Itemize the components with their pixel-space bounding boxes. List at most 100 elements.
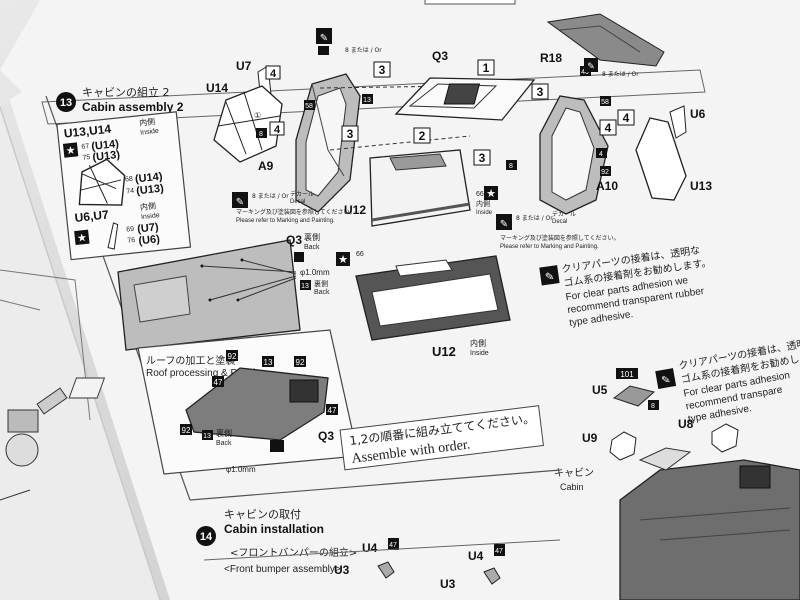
marking-jp: マーキング及び塗装図を参照してください。 [236,208,355,216]
step-num-4: 4 [274,124,281,136]
decal-note-line1: 8 または / Or [602,71,639,78]
part-num-58: 58 [601,99,609,106]
step14-sub-en: <Front bumper assembly> [224,564,341,575]
roof-p92c: 92 [182,426,191,435]
step14-sub-jp: <フロントバンパーの組立> [230,546,357,559]
inset-u14-b: (U14) [134,171,163,186]
svg-text:✎: ✎ [236,197,244,208]
step13-badge [56,92,76,112]
left-page-fragment-drawing [0,387,68,501]
inset-p67: 67 [81,143,90,151]
step-num-4: 4 [605,121,612,135]
part-u13-drawing [635,117,687,201]
inset-u13-a: (U13) [92,149,121,164]
cabin-jp: キャビン [554,467,594,479]
svg-text:Inside: Inside [476,210,493,216]
cabin-u9: U9 [582,431,598,445]
roof-p92b: 92 [296,358,305,367]
step14-title-jp: キャビンの取付 [224,508,301,521]
paint-icon [496,214,512,230]
svg-text:✎: ✎ [320,33,328,44]
svg-text:★: ★ [338,254,348,266]
part-num-4: 4 [599,151,603,158]
frame-a10-drawing [539,95,609,215]
marking-en: Please refer to Marking and Painting. [500,244,599,250]
part-num-13: 13 [363,97,371,104]
paint-icon [232,192,248,208]
cabin-u5: U5 [592,383,608,397]
inset-p68: 68 [125,176,134,184]
star-icon [484,186,498,200]
q3-back-label: Q3 [286,233,302,247]
inset-u13-u14-label: U13,U14 [63,122,112,141]
inset-u6-u7-label: U6,U7 [74,207,110,225]
label-66: 66 [476,191,484,198]
part-num-58: 58 [305,103,313,110]
svg-text:内側: 内側 [476,199,490,208]
decal-en: Decal [552,219,567,225]
inset-p74: 74 [126,188,135,196]
marking-en: Please refer to Marking and Painting. [236,218,335,224]
u12-inside-label: U12 [432,344,456,359]
star-icon [62,142,79,158]
q3-back-panel [117,239,301,351]
decal-jp: デカール [552,210,576,218]
q3-back-num: 13 [301,283,309,290]
label-r18: R18 [540,51,562,65]
svg-text:★: ★ [76,232,87,245]
q3-back-jp2: 裏側 [314,279,328,288]
step-num-3: 3 [379,63,386,77]
inset-u7-c: (U7) [137,221,160,235]
inset-p76: 76 [127,237,136,245]
star-icon [74,229,90,246]
inset-inside-2: Inside [141,212,160,221]
q3-hole-size: φ1.0mm [300,268,330,277]
paint-icon [584,58,598,72]
cabin-u8: U8 [678,417,694,431]
roof-q3: Q3 [318,429,334,443]
label-u6: U6 [690,107,706,121]
step-num-4: 4 [270,68,277,80]
svg-text:①: ① [254,111,261,120]
label-a9: A9 [258,159,274,173]
label-q3: Q3 [432,49,448,63]
part-r18-drawing [546,13,665,67]
bumper-u4b: U4 [468,549,484,563]
step13-title-en: Cabin assembly 2 [82,100,184,114]
roof-title-en: Roof processing & Painting [146,368,267,379]
bumper-u3a: U3 [334,563,350,577]
cabin-body-drawing [619,447,800,600]
label-u7: U7 [236,59,252,73]
roof-hole: φ1.0mm [226,465,256,474]
step-num-4: 4 [623,111,630,125]
cabin-n8: 8 [651,403,655,410]
roof-back-jp: 裏側 [216,428,232,438]
bumper-p47a: 47 [389,542,397,549]
q3-back-en2: Back [314,289,330,296]
inset-p75: 75 [82,154,91,162]
inset-u6-c: (U6) [138,233,161,247]
label-u14: U14 [206,81,228,95]
step-num-3: 3 [479,151,486,165]
cabin-en: Cabin [560,482,584,492]
inset-u13-b: (U13) [136,183,165,198]
roof-p47: 47 [214,378,223,387]
part-num-8: 8 [509,163,513,170]
drill-hole-icon [294,252,304,262]
bumper-u3b: U3 [440,577,456,591]
step14-title-en: Cabin installation [224,522,324,536]
label-a10: A10 [596,179,618,193]
label-u13: U13 [690,179,712,193]
inset-inside: Inside [140,128,159,137]
glue-icon [539,265,560,286]
roof-p13: 13 [264,358,273,367]
left-page-edge [0,70,22,105]
paint-icon [316,28,332,44]
inset-p69: 69 [126,226,135,234]
step-num-3: 3 [347,127,354,141]
decal-note-line1: 8 または / Or [516,215,553,222]
roof-title-jp: ルーフの加工と塗装 [146,354,235,367]
step-num-3: 3 [537,85,544,99]
step14-number: 14 [200,531,213,543]
